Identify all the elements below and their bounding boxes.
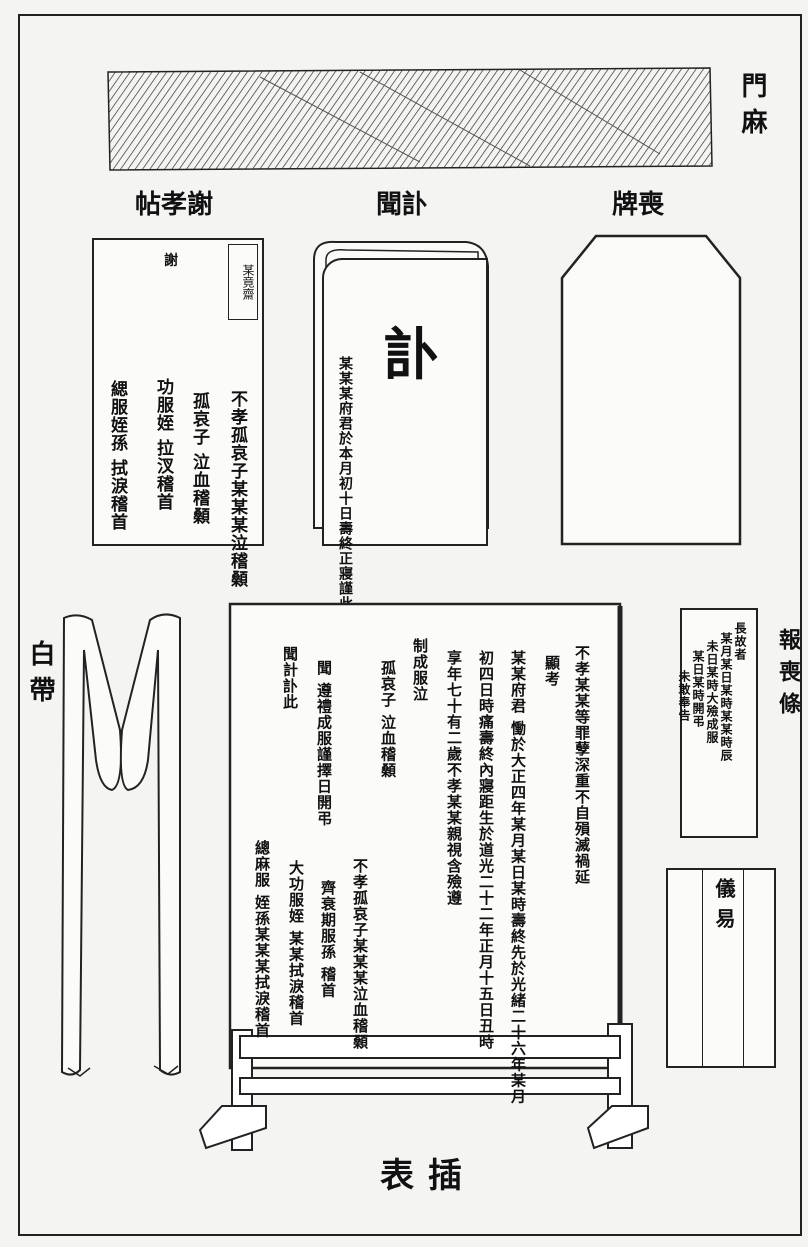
placard-caption: 表插: [380, 1156, 476, 1196]
placard-column: 孤哀子 泣血稽顙: [379, 660, 397, 779]
mourning-sign: [560, 234, 742, 546]
mourning-door-cloth: [107, 67, 713, 171]
notice-column: 某日某時開弔: [691, 650, 705, 728]
card-column: 不孝孤哀子某某某泣稽顙: [227, 390, 247, 588]
white-belt-label: 白帶: [25, 640, 55, 712]
placard-column: 齊衰期服孫 稽首: [319, 880, 337, 999]
placard-column: 總麻服 姪孫某某某拭淚稽首: [253, 840, 271, 1039]
card-column: 緦服姪孫 拭淚稽首: [107, 380, 127, 531]
notice-column: 某月某日某時某某時辰: [719, 632, 733, 762]
memorial-label: 儀易: [712, 878, 736, 938]
placard-column: 不孝孤哀子某某某泣血稽顙: [351, 858, 369, 1050]
placard-column: 制成服泣: [411, 638, 429, 702]
placard-column: 不孝某某等罪孽深重不自殞滅禍延: [573, 645, 591, 885]
card-top-char: 謝: [164, 253, 178, 269]
placard-column: 聞計訃此: [281, 646, 299, 710]
placard-column: 某某府君 慟於大正四年某月某日某時壽終先於光緒二十六年某月: [509, 650, 527, 1105]
placard-column: 初四日時痛壽終內寢距生於道光二十二年正月十五日丑時: [477, 650, 495, 1050]
death-notice-slip: 長故者 某月某日某時某某時辰 未日某時大殮成服 某日某時開弔 未敢奉告: [677, 608, 758, 838]
notice-column: 未敢奉告: [677, 670, 691, 722]
card-column: 孤哀子 泣血稽顙: [189, 392, 209, 525]
envelope-band: [702, 870, 744, 1066]
thank-card-caption: 帖孝謝: [135, 190, 214, 220]
placard-column: 大功服姪 某某拭淚稽首: [287, 860, 305, 1027]
placard-column: 聞 遵禮成服謹擇日開弔: [315, 660, 333, 827]
placard-column: 享年七十有二歲不孝某某親視含殮遵: [445, 650, 463, 906]
placard-stand: [198, 602, 649, 1151]
card-corner-label: 某竟齋: [228, 244, 258, 320]
notice-column: 未日某時大殮成服: [705, 640, 719, 744]
page-frame: [18, 14, 802, 1236]
death-notice-label: 報喪條: [775, 628, 801, 724]
mourning-sign-caption: 牌喪: [612, 190, 665, 220]
notice-column: 長故者: [733, 622, 747, 661]
obituary-title: 訃: [384, 322, 440, 388]
obituary-caption: 聞訃: [376, 190, 429, 220]
memorial-envelope: 儀易: [666, 868, 776, 1068]
white-belt: [60, 613, 181, 1077]
obituary-column: 某某某府君於本月初十日壽終正寢謹此訃聞: [337, 356, 353, 641]
card-column: 功服姪 拉汊稽首: [153, 378, 173, 511]
obituary-booklet: 訃 某某某府君於本月初十日壽終正寢謹此訃聞: [322, 258, 488, 641]
placard-column: 顯考: [543, 655, 561, 687]
door-cloth-label: 門麻: [737, 72, 767, 144]
thank-you-card: 某竟齋 謝 不孝孤哀子某某某泣稽顙 孤哀子 泣血稽顙 功服姪 拉汊稽首 緦服姪孫…: [92, 238, 264, 588]
